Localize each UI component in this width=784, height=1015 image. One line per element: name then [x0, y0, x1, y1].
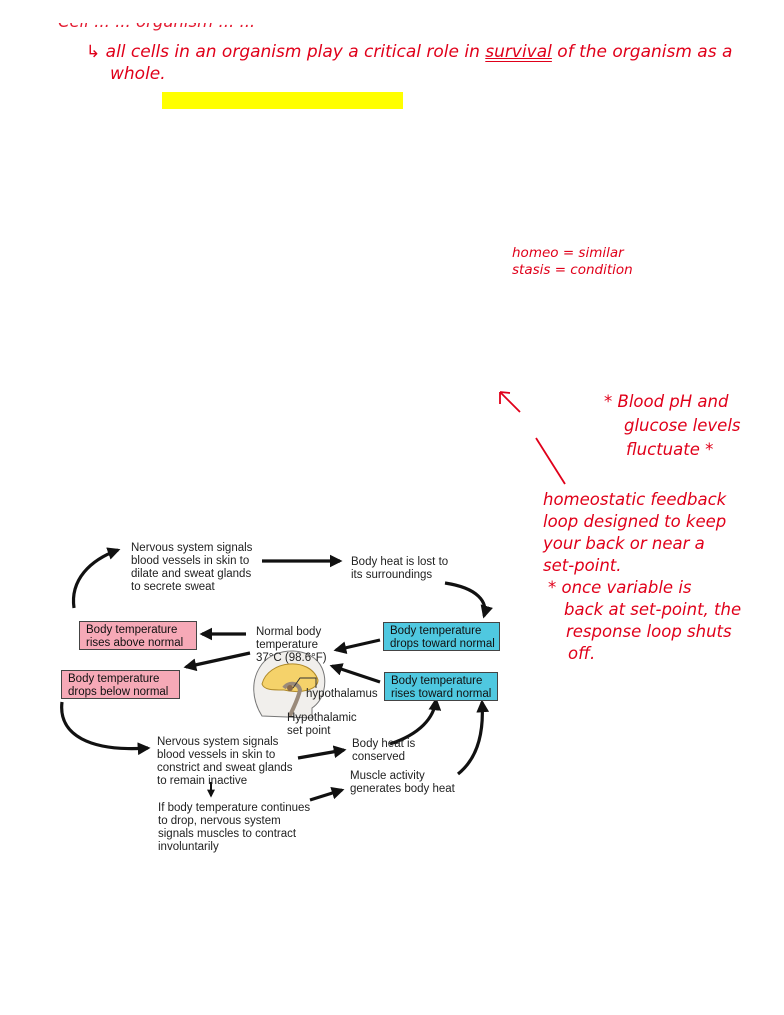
- arrow-below-to-signals: [60, 701, 151, 756]
- survival-keyword: survival: [485, 42, 552, 62]
- muscle-activity-text: Muscle activity generates body heat: [350, 770, 455, 795]
- blood-ph-note-1: * Blood pH and: [604, 392, 729, 411]
- box-rises-above-normal: Body temperature rises above normal: [79, 621, 197, 650]
- arrow-muscle-to-rises: [456, 699, 490, 776]
- note-line-1-prefix: ↳ all cells in an organism play a critic…: [86, 42, 486, 62]
- heat-conserved-text: Body heat is conserved: [352, 738, 416, 763]
- hypothalamus-label: hypothalamus: [306, 688, 378, 700]
- blood-ph-note-2: glucose levels: [624, 416, 741, 435]
- continue-drop-text: If body temperature continues to drop, n…: [158, 802, 311, 853]
- note-line-2: whole.: [110, 64, 166, 84]
- top-signals-text: Nervous system signals blood vessels in …: [131, 542, 253, 593]
- diagram-arrows: [60, 547, 493, 802]
- note-line-1: ↳ all cells in an organism play a critic…: [86, 44, 732, 61]
- ink-line: [535, 437, 566, 485]
- arrow-continue-to-muscle: [309, 786, 345, 802]
- set-point-label: Hypothalamic set point: [287, 712, 357, 737]
- ink-arrow: [499, 391, 521, 413]
- arrow-signals-to-conserved: [297, 745, 347, 760]
- box-rises-toward-normal: Body temperature rises toward normal: [384, 672, 498, 701]
- bottom-signals-text: Nervous system signals blood vessels in …: [157, 736, 293, 787]
- setpoint-note-1: * once variable is: [548, 578, 692, 597]
- yellow-highlight-bar: [162, 92, 403, 109]
- arrow-rises-to-normal: [329, 663, 381, 684]
- head-illustration: [253, 650, 326, 719]
- cut-off-note-line: Cell ... ... organism ... ...: [58, 12, 256, 31]
- setpoint-note-3: response loop shuts: [566, 622, 732, 641]
- feedback-note-4: set-point.: [543, 556, 622, 575]
- box-drops-below-normal: Body temperature drops below normal: [61, 670, 180, 699]
- arrow-rise-to-signals: [71, 547, 121, 609]
- normal-temp-text: Normal body temperature 37°C (98.6°F): [256, 626, 327, 664]
- feedback-note-3: your back or near a: [543, 534, 705, 553]
- setpoint-note-2: back at set-point, the: [564, 600, 742, 619]
- feedback-note-1: homeostatic feedback: [543, 490, 727, 509]
- arrow-conserved-to-rises: [389, 697, 442, 746]
- heat-lost-text: Body heat is lost to its surroundings: [351, 556, 449, 581]
- note-line-1-suffix: of the organism as a: [551, 42, 733, 62]
- setpoint-note-4: off.: [568, 644, 596, 663]
- arrow-normal-to-below: [183, 651, 251, 672]
- blood-ph-note-3: fluctuate *: [626, 440, 714, 459]
- box-drops-toward-normal: Body temperature drops toward normal: [383, 622, 500, 651]
- feedback-note-2: loop designed to keep: [543, 512, 727, 531]
- stasis-definition: stasis = condition: [512, 262, 633, 278]
- arrow-heatloss-to-drops: [444, 581, 493, 619]
- arrow-drops-to-normal: [333, 638, 381, 654]
- homeo-definition: homeo = similar: [512, 245, 624, 261]
